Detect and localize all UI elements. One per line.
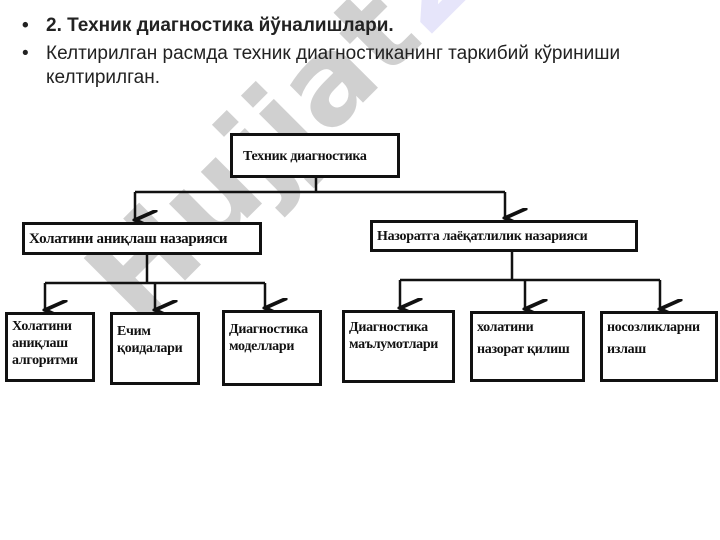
node-data: Диагностика маълумотлари [342,310,455,383]
node-controllability-theory: Назоратга лаёқатлилик назарияси [370,220,638,252]
bullet-list: •2. Техник диагностика йўналишлари. •Кел… [22,14,702,94]
node-rules: Ечим қоидалари [110,312,200,385]
node-monitoring: холатини назорат қилиш [470,311,585,382]
node-root: Техник диагностика [230,133,400,178]
bullet-item: •2. Техник диагностика йўналишлари. [22,15,394,36]
node-algorithm: Холатини аниқлаш алгоритми [5,312,95,382]
bullet-item: •Келтирилган расмда техник диагностикани… [22,43,621,88]
node-fault-search: носозликларни излаш [600,311,718,382]
node-state-detection-theory: Холатини аниқлаш назарияси [22,222,262,255]
node-models: Диагностика моделлари [222,310,322,386]
